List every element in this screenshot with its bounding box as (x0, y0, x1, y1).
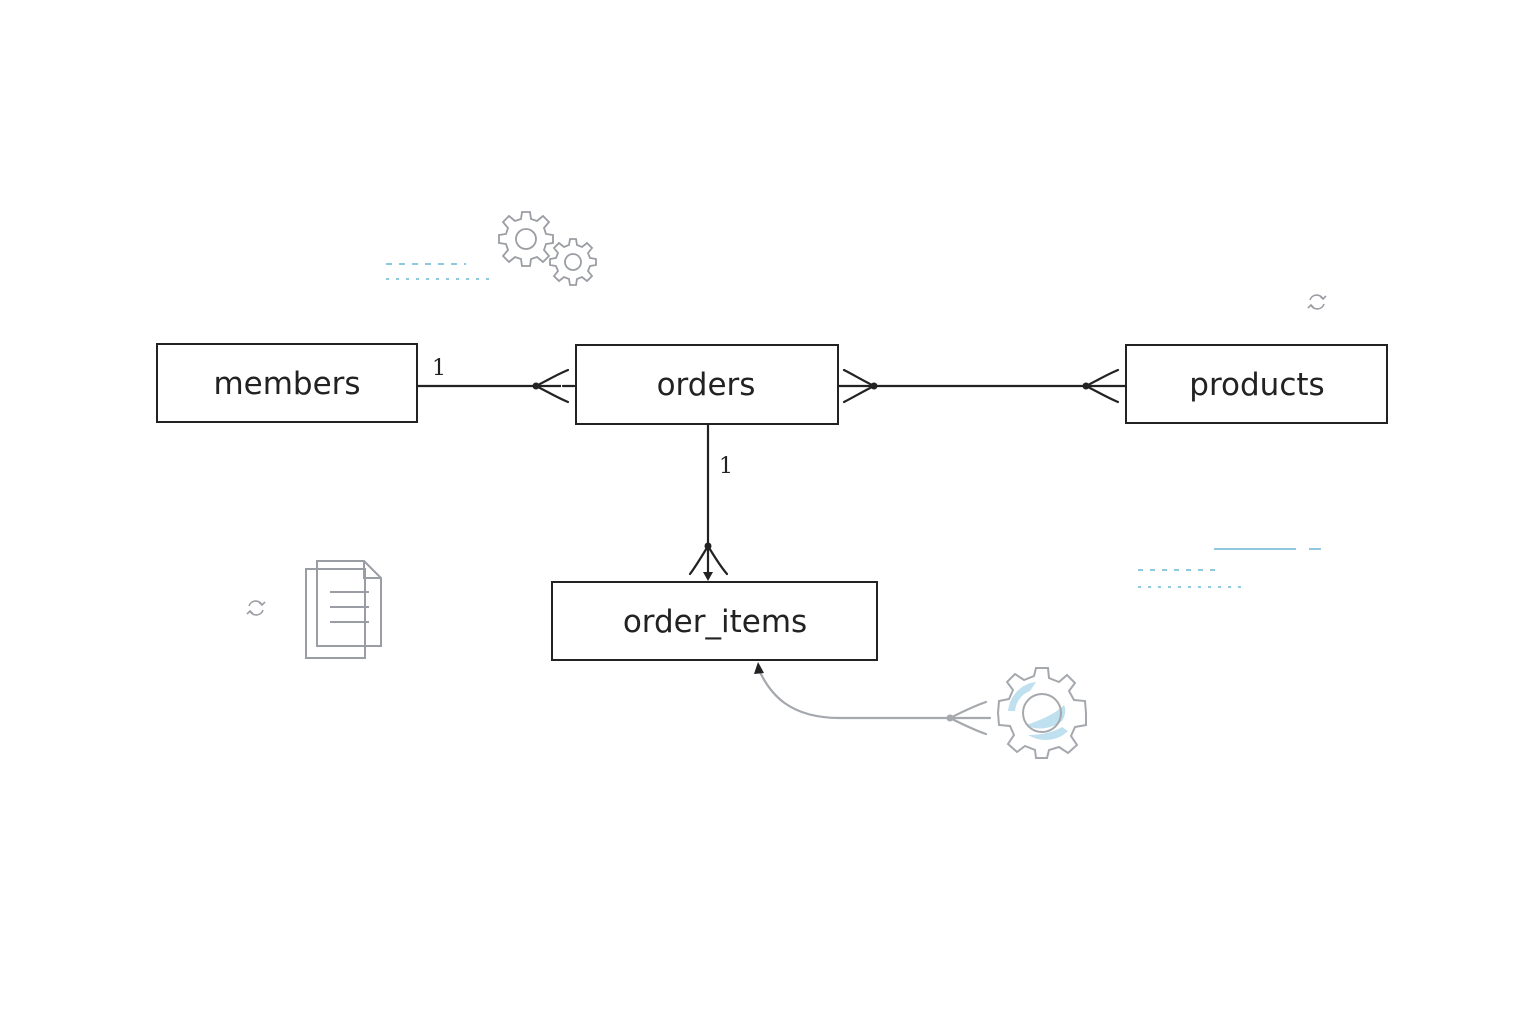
decor-dashes-right (1138, 548, 1321, 588)
relation-order-items-gear (754, 662, 992, 736)
entity-label: products (1189, 367, 1324, 403)
relation-orders-order-items (688, 423, 729, 581)
cardinality-members-orders: 1 (432, 356, 446, 381)
entity-box (551, 581, 878, 661)
entity-box (575, 344, 839, 425)
entity-box (156, 343, 418, 423)
entity-label: members (213, 366, 360, 402)
gears-icon (498, 211, 597, 286)
entity-label: order_items (623, 604, 807, 640)
decor-dashes-top-left (386, 263, 492, 280)
refresh-icon (1307, 294, 1327, 310)
gear-icon (996, 667, 1087, 759)
entity-box (1125, 344, 1388, 424)
entity-label: orders (657, 367, 756, 403)
entity-orders[interactable]: orders (575, 344, 839, 425)
entity-members[interactable]: members (156, 343, 418, 423)
cardinality-orders-order-items: 1 (719, 454, 733, 479)
entity-order-items[interactable]: order_items (551, 581, 878, 661)
relation-members-orders (415, 368, 576, 404)
refresh-icon (246, 600, 266, 616)
entity-products[interactable]: products (1125, 344, 1388, 424)
document-icon (305, 560, 382, 659)
relation-orders-products (836, 368, 1127, 404)
